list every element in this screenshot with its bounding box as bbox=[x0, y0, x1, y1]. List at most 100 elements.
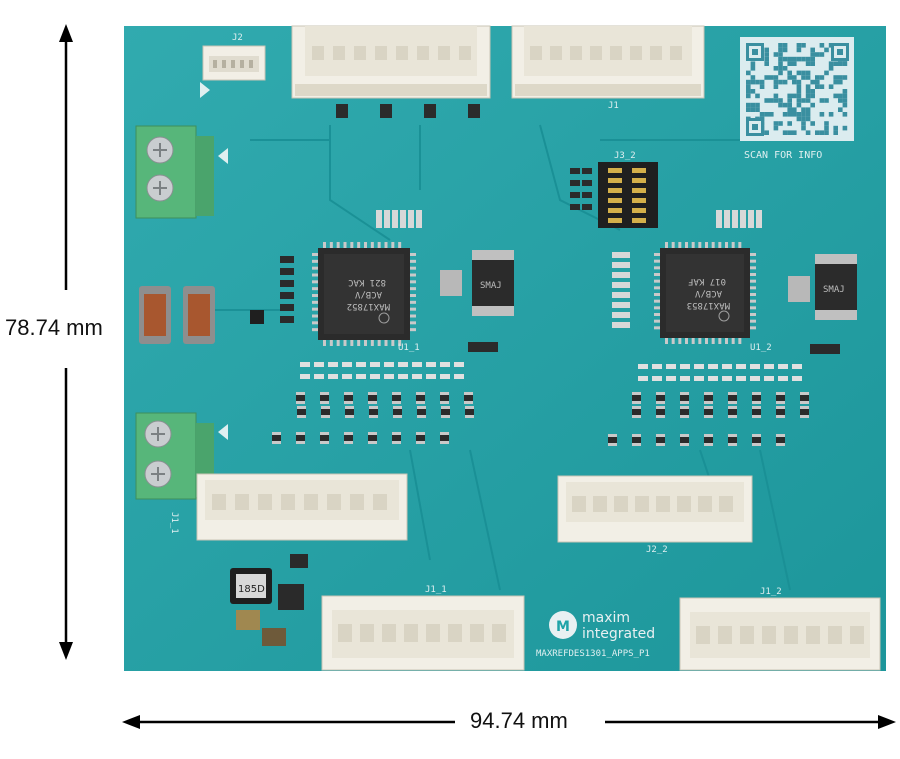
ic-pin bbox=[312, 321, 318, 325]
qr-module bbox=[815, 75, 820, 80]
qr-module bbox=[755, 79, 760, 85]
qr-module bbox=[824, 125, 829, 131]
ic-pin bbox=[738, 338, 742, 344]
qr-module bbox=[796, 56, 802, 62]
qr-module bbox=[833, 93, 838, 99]
smd-pad bbox=[320, 401, 329, 404]
silk-qr-caption: SCAN FOR INFO bbox=[744, 150, 822, 161]
qr-module bbox=[755, 107, 760, 112]
qr-module bbox=[773, 93, 779, 99]
qr-module bbox=[833, 79, 838, 85]
connector-pin bbox=[696, 626, 710, 644]
smd-pad bbox=[321, 415, 330, 418]
ic-pin bbox=[654, 286, 660, 290]
smd-part bbox=[280, 316, 294, 323]
qr-module bbox=[750, 75, 756, 80]
qr-module bbox=[828, 66, 834, 71]
resistor bbox=[376, 210, 382, 228]
smd-pad bbox=[632, 415, 641, 418]
qr-module bbox=[801, 116, 806, 122]
qr-module bbox=[787, 61, 792, 66]
qr-module bbox=[815, 52, 820, 57]
qr-module bbox=[769, 112, 774, 117]
qr-finder bbox=[837, 49, 843, 55]
resistor bbox=[412, 374, 422, 379]
ic-pin bbox=[691, 338, 695, 344]
header-pin bbox=[608, 188, 622, 193]
smd-part bbox=[810, 344, 840, 354]
resistor bbox=[612, 272, 630, 278]
smd-pad bbox=[800, 415, 809, 418]
arrowhead-down-icon bbox=[59, 642, 73, 660]
smd-pad bbox=[656, 443, 665, 446]
qr-module bbox=[796, 70, 802, 76]
qr-module bbox=[773, 125, 779, 131]
ic-pin bbox=[312, 307, 318, 311]
smd-pad bbox=[393, 406, 402, 409]
ic-pin bbox=[654, 253, 660, 256]
smd-part bbox=[582, 168, 592, 174]
ic-pin bbox=[750, 293, 756, 296]
qr-module bbox=[764, 56, 769, 62]
smd-pad bbox=[297, 415, 306, 418]
qr-module bbox=[796, 43, 802, 48]
resistor bbox=[314, 362, 324, 367]
qr-module bbox=[778, 56, 783, 62]
qr-module bbox=[782, 66, 788, 71]
resistor bbox=[400, 210, 406, 228]
smd-pad bbox=[776, 415, 785, 418]
ic-pin bbox=[350, 340, 354, 346]
smd-pad bbox=[728, 406, 737, 409]
ic-pin bbox=[357, 340, 361, 346]
qr-module bbox=[773, 66, 779, 71]
connector-pin bbox=[650, 46, 662, 60]
qr-finder bbox=[752, 124, 758, 130]
qr-module bbox=[787, 130, 792, 135]
smd-pad bbox=[416, 392, 425, 395]
qr-module bbox=[787, 56, 792, 62]
smd-pad bbox=[321, 406, 330, 409]
ic-pin bbox=[750, 306, 756, 310]
ic-pin bbox=[398, 340, 402, 346]
arrow-marker bbox=[218, 424, 228, 440]
smd-part bbox=[800, 392, 809, 404]
qr-module bbox=[810, 47, 815, 53]
diode1-marking: SMAJ bbox=[480, 281, 502, 291]
smd-part bbox=[632, 406, 641, 418]
ic-pin bbox=[377, 242, 381, 248]
resistor bbox=[708, 376, 718, 381]
qr-module bbox=[838, 79, 843, 85]
ic-pin bbox=[698, 242, 702, 248]
power-inductor-small bbox=[230, 568, 272, 604]
qr-module bbox=[778, 61, 783, 66]
header-pin bbox=[608, 208, 622, 213]
resistor bbox=[408, 210, 414, 228]
ic-pin bbox=[685, 338, 688, 344]
qr-module bbox=[778, 52, 783, 57]
resistor bbox=[300, 374, 310, 379]
connector-pin bbox=[550, 46, 562, 60]
smd-pad bbox=[776, 392, 785, 395]
qr-module bbox=[787, 93, 792, 99]
resistor bbox=[756, 210, 762, 228]
smd-pad bbox=[296, 392, 305, 395]
ic-pin bbox=[343, 242, 347, 248]
smd-part bbox=[752, 406, 761, 418]
connector-pin bbox=[235, 494, 249, 510]
capacitor bbox=[788, 276, 810, 302]
smd-part bbox=[800, 406, 809, 418]
silk-u1-2: U1_2 bbox=[750, 343, 772, 353]
qr-module bbox=[801, 125, 806, 131]
smd-pad bbox=[656, 401, 665, 404]
silk-j3-2: J3_2 bbox=[614, 151, 636, 161]
smd-pad bbox=[704, 415, 713, 418]
smd-part bbox=[344, 432, 353, 444]
smd-part bbox=[392, 432, 401, 444]
qr-module bbox=[842, 125, 848, 131]
qr-code bbox=[740, 37, 854, 141]
qr-module bbox=[810, 93, 815, 99]
smd-pad bbox=[752, 443, 761, 446]
resistor bbox=[384, 210, 390, 228]
resistor bbox=[694, 376, 704, 381]
qr-module bbox=[842, 112, 848, 117]
